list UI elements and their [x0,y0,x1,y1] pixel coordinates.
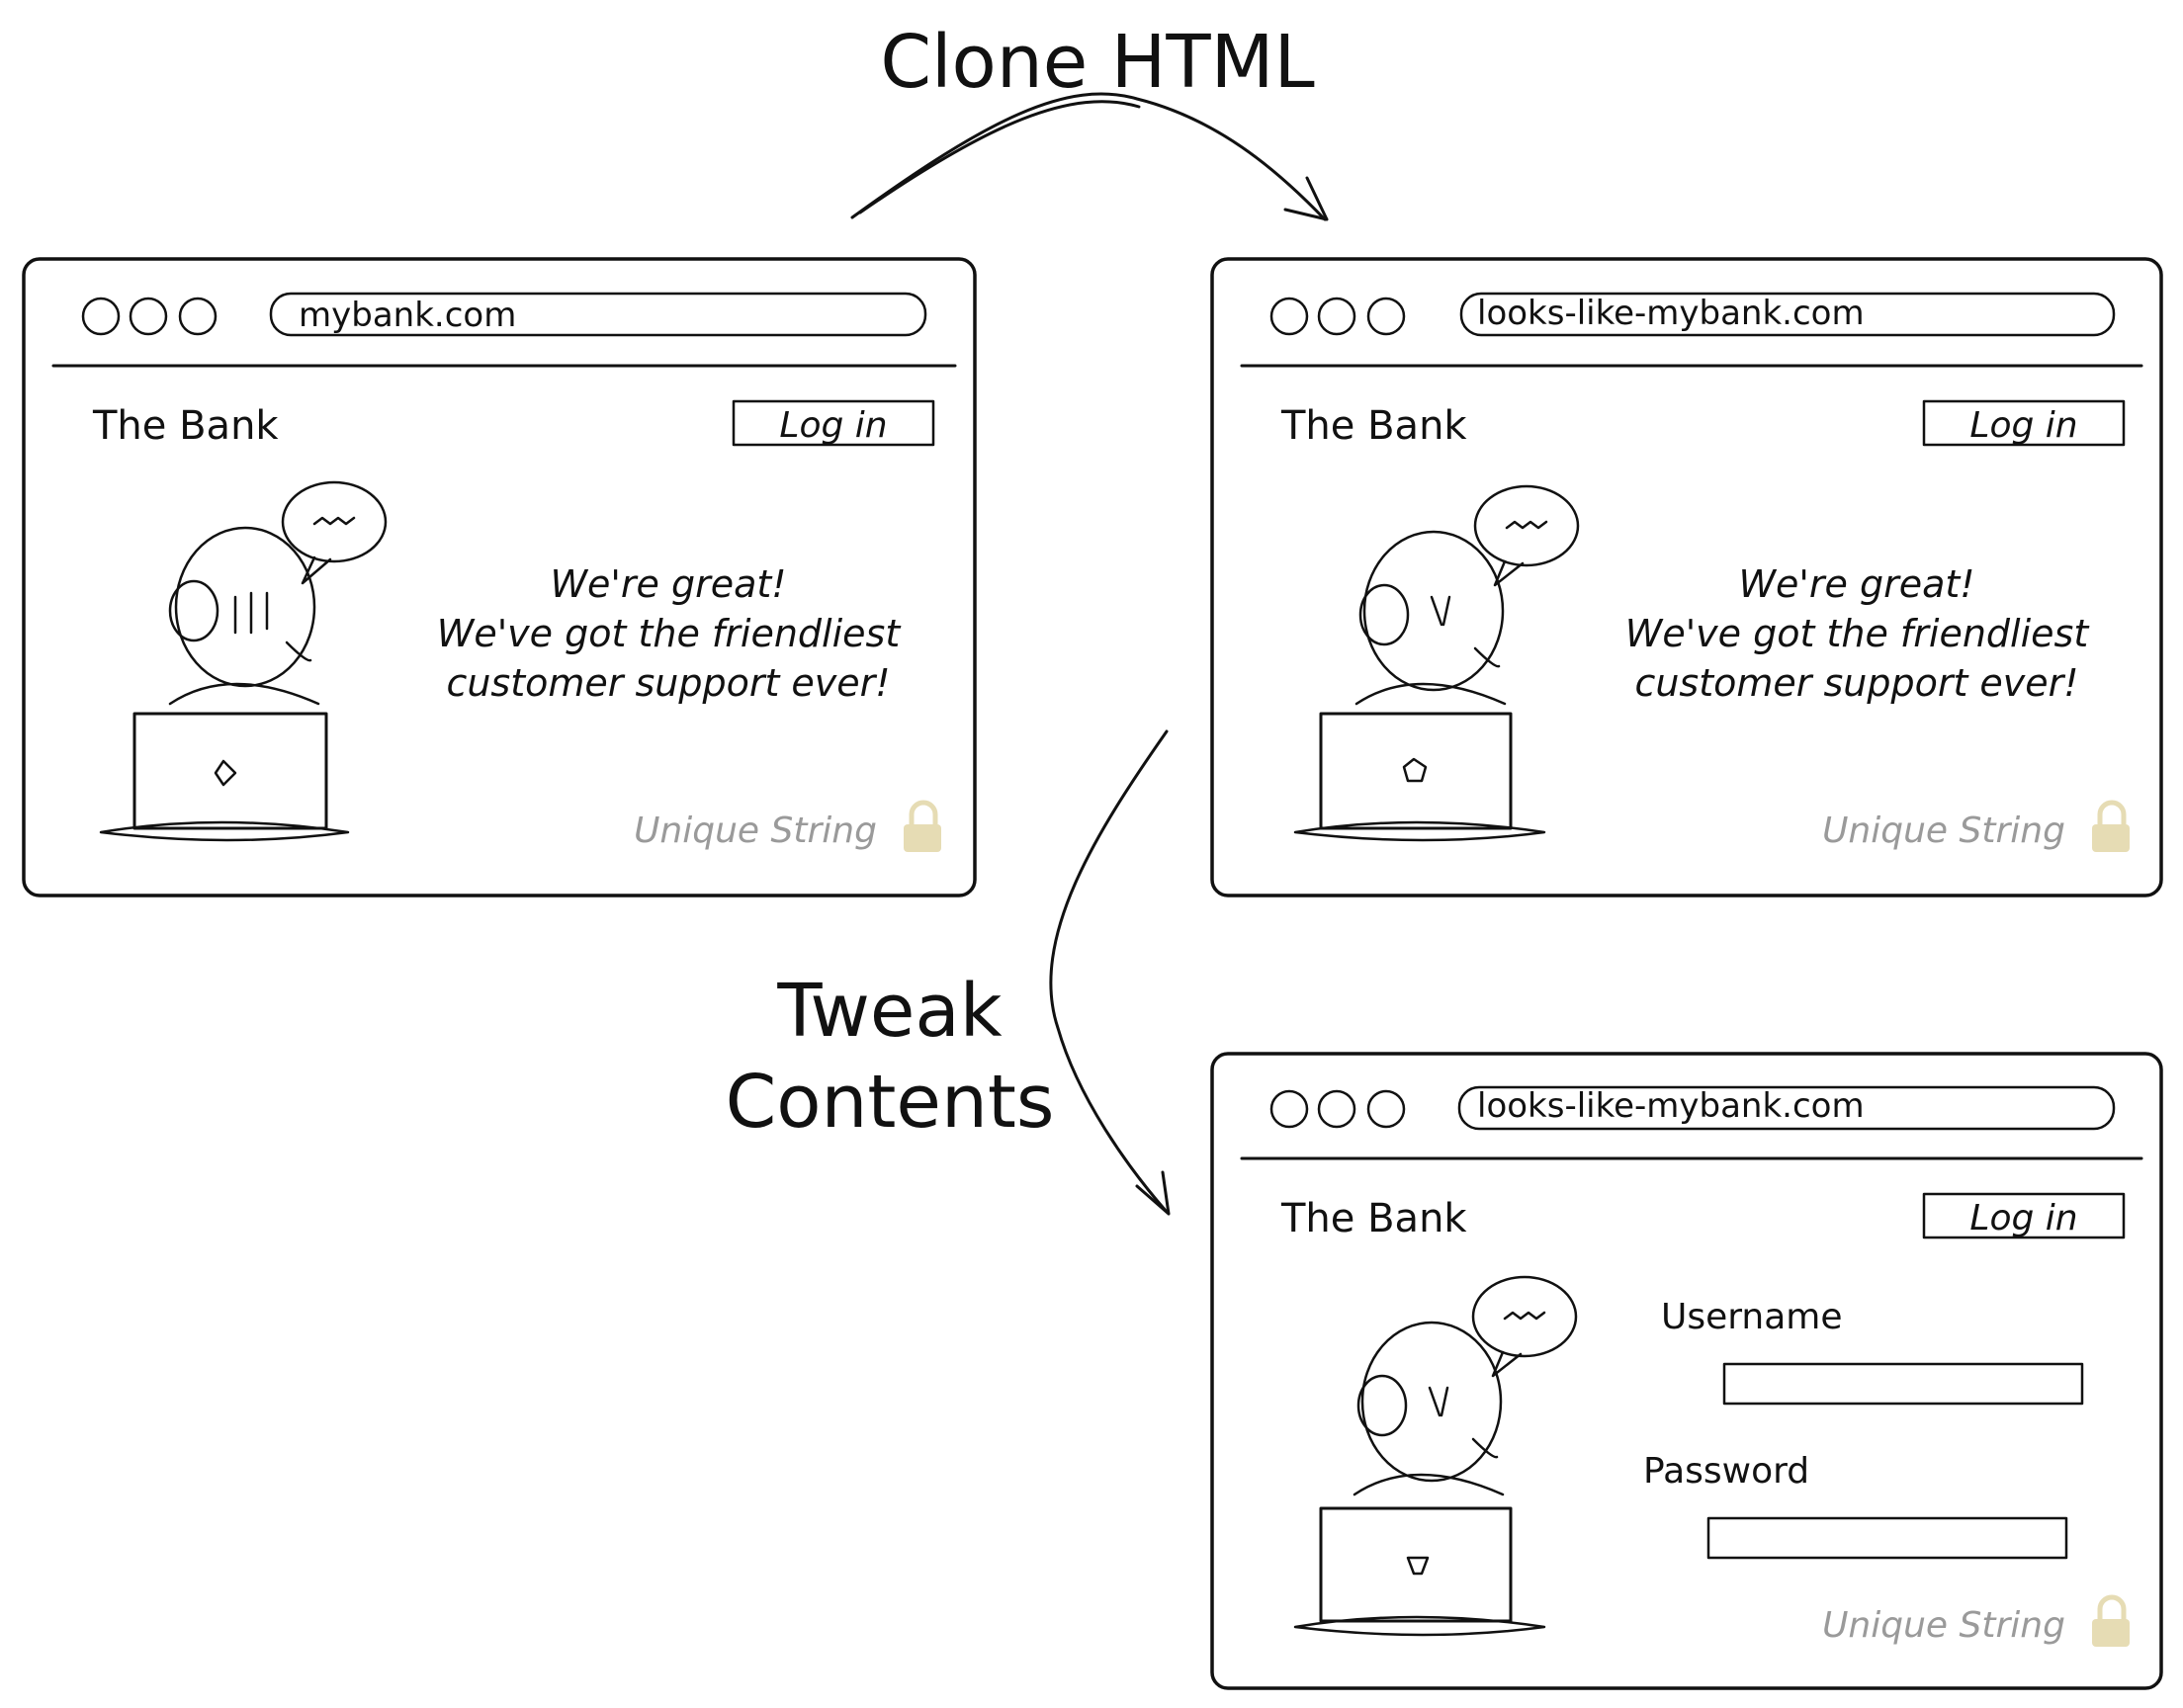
laptop-icon [1293,1506,1546,1637]
browser-window-tweaked: looks-like-mybank.com The Bank Log in [1210,1052,2163,1690]
promo-line: customer support ever! [446,661,890,705]
speech-bubble-icon [1473,484,1580,587]
unique-string-text: Unique String [1822,1605,2065,1646]
address-bar[interactable] [269,292,927,337]
password-label: Password [1643,1451,1809,1492]
address-bar-url: looks-like-mybank.com [1477,1086,1865,1126]
promo-line: We're great! [550,562,786,606]
window-control-icon [81,297,121,336]
browser-window-original: mybank.com The Bank Log in [22,257,977,897]
headset-person-icon [1354,530,1507,706]
laptop-icon [99,712,350,842]
laptop-icon [1293,712,1546,842]
browser-window-cloned: looks-like-mybank.com The Bank Log in [1210,257,2163,897]
site-title: The Bank [1280,403,1467,449]
login-button[interactable] [1922,1192,2126,1239]
login-button-label: Log in [779,405,887,446]
speech-bubble-icon [281,480,388,585]
unique-string-text: Unique String [634,811,877,851]
tweak-label-line1: Tweak [776,969,1002,1054]
site-title: The Bank [1280,1196,1467,1241]
window-control-icon [1317,1089,1356,1129]
clone-html-label: Clone HTML [880,20,1314,105]
login-button[interactable] [1922,399,2126,447]
address-bar[interactable] [1457,1085,2116,1131]
support-agent-illustration [1293,484,1580,842]
address-bar[interactable] [1459,292,2116,337]
login-button[interactable] [732,399,935,447]
headset-person-icon [168,526,320,706]
promo-line: customer support ever! [1634,661,2078,705]
support-agent-illustration [99,480,388,842]
address-bar-url: looks-like-mybank.com [1477,294,1865,333]
lock-icon [2092,1594,2130,1647]
promo-line: We've got the friendliest [437,612,903,655]
login-button-label: Log in [1969,405,2077,446]
promo-line: We're great! [1738,562,1974,606]
window-control-icon [129,297,168,336]
site-title: The Bank [92,403,279,449]
promo-line: We've got the friendliest [1625,612,2091,655]
unique-string-text: Unique String [1822,811,2065,851]
tweak-arrow [1049,729,1171,1216]
password-input[interactable] [1706,1516,2068,1560]
window-control-icon [1317,297,1356,336]
window-control-icon [178,297,218,336]
login-button-label: Log in [1969,1198,2077,1238]
window-control-icon [1366,1089,1406,1129]
support-agent-illustration [1293,1275,1578,1637]
username-input[interactable] [1722,1362,2084,1406]
window-control-icon [1269,297,1309,336]
speech-bubble-icon [1471,1275,1578,1378]
window-control-icon [1269,1089,1309,1129]
tweak-label-line2: Contents [726,1060,1055,1145]
window-control-icon [1366,297,1406,336]
username-label: Username [1661,1297,1843,1337]
address-bar-url: mybank.com [299,296,516,335]
lock-icon [2092,800,2130,852]
lock-icon [904,800,941,852]
clone-arrow [850,92,1329,221]
headset-person-icon [1353,1321,1505,1496]
